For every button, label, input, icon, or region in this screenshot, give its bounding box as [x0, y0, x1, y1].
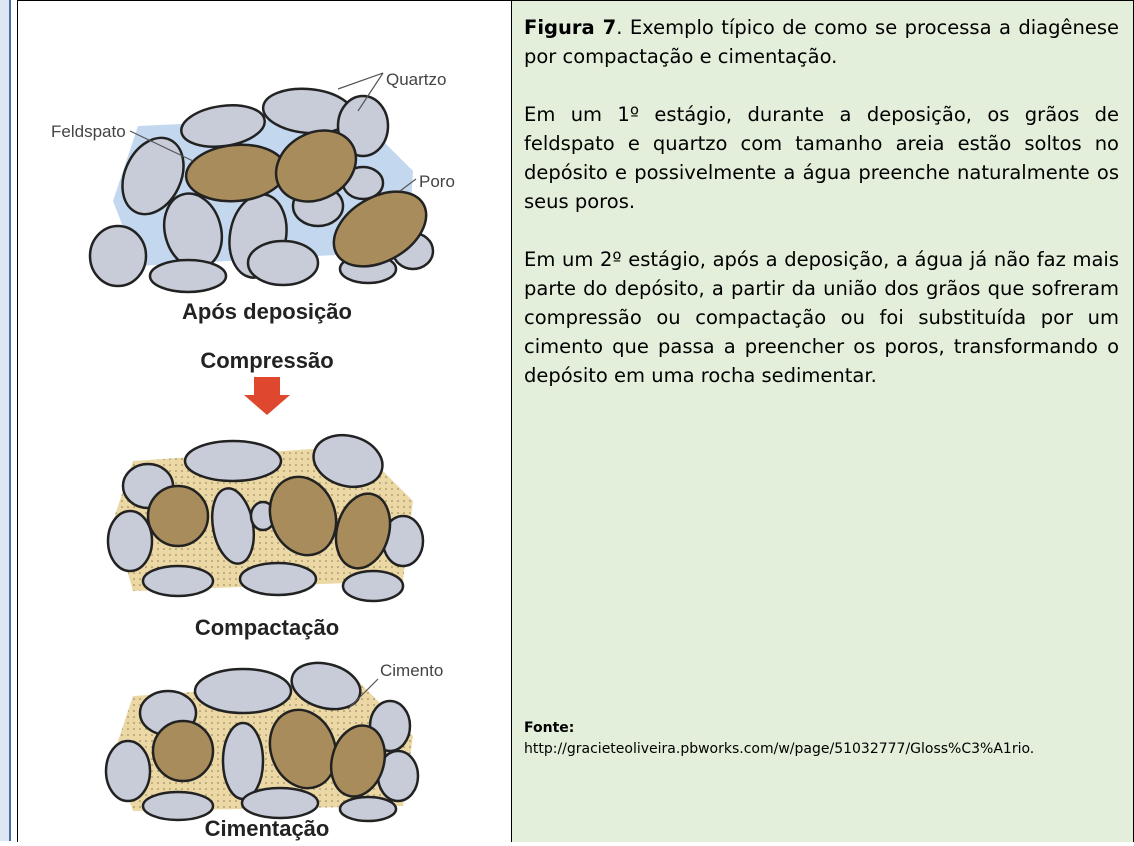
quartz-grain [341, 569, 405, 603]
margin-bar [0, 0, 11, 841]
paragraph-stage-1: Em um 1º estágio, durante a deposição, o… [524, 103, 1119, 213]
quartz-grain [88, 224, 148, 288]
caption-cell: Figura 7. Exemplo típico de como se proc… [512, 1, 1134, 842]
feldspar-grain [146, 484, 210, 548]
stage1-title: Após deposição [182, 299, 352, 324]
label-feldspato: Feldspato [51, 122, 126, 141]
stage3-title: Cimentação [205, 816, 330, 841]
quartz-grain [246, 239, 320, 287]
source-url[interactable]: http://gracieteoliveira.pbworks.com/w/pa… [524, 741, 1035, 757]
quartz-grain [106, 509, 154, 573]
source-label: Fonte: [524, 720, 575, 736]
quartz-grain [148, 258, 228, 294]
quartz-grain [193, 667, 293, 715]
quartz-grain [183, 439, 283, 483]
stage-compaction: Compactação [106, 433, 425, 640]
feldspar-grain [332, 190, 428, 268]
feldspar-grain [334, 492, 392, 570]
quartz-grain [338, 795, 398, 823]
quartz-grain [221, 721, 265, 801]
feldspar-grain [151, 719, 215, 783]
quartz-grain [141, 790, 215, 822]
quartz-grain [240, 786, 320, 820]
quartz-grain [290, 661, 362, 711]
quartz-grain [121, 136, 185, 216]
label-poro: Poro [419, 172, 455, 191]
feldspar-grain [268, 475, 338, 557]
feldspar-grain [274, 129, 358, 203]
source-block: Fonte: http://gracieteoliveira.pbworks.c… [524, 718, 1120, 760]
arrow-label: Compressão [200, 348, 333, 373]
paragraph-stage-2: Em um 2º estágio, após a deposição, a ág… [524, 248, 1119, 387]
feldspar-grain [329, 724, 387, 798]
quartz-grain [104, 739, 152, 803]
figure-table: Quartzo Feldspato Poro Após deposição Co… [17, 0, 1134, 842]
stage-after-deposition: Quartzo Feldspato Poro Após deposição [51, 70, 455, 324]
diagenesis-illustration: Quartzo Feldspato Poro Após deposição Co… [51, 70, 455, 841]
figure-caption: Figura 7. Exemplo típico de como se proc… [524, 13, 1119, 71]
figure-cell: Quartzo Feldspato Poro Após deposição Co… [17, 1, 512, 842]
stage2-title: Compactação [195, 615, 339, 640]
quartz-grain [238, 561, 318, 597]
quartz-grain [141, 564, 215, 598]
label-quartzo: Quartzo [386, 70, 446, 89]
compression-arrow-icon [244, 377, 290, 415]
figure-caption-text: . Exemplo típico de como se processa a d… [524, 16, 1119, 68]
label-cimento: Cimento [380, 661, 443, 680]
stage-cementation: Cimento Cimentação [104, 661, 443, 841]
quartz-grain [312, 433, 384, 489]
feldspar-grain [268, 708, 338, 790]
figure-label: Figura 7 [524, 16, 617, 39]
